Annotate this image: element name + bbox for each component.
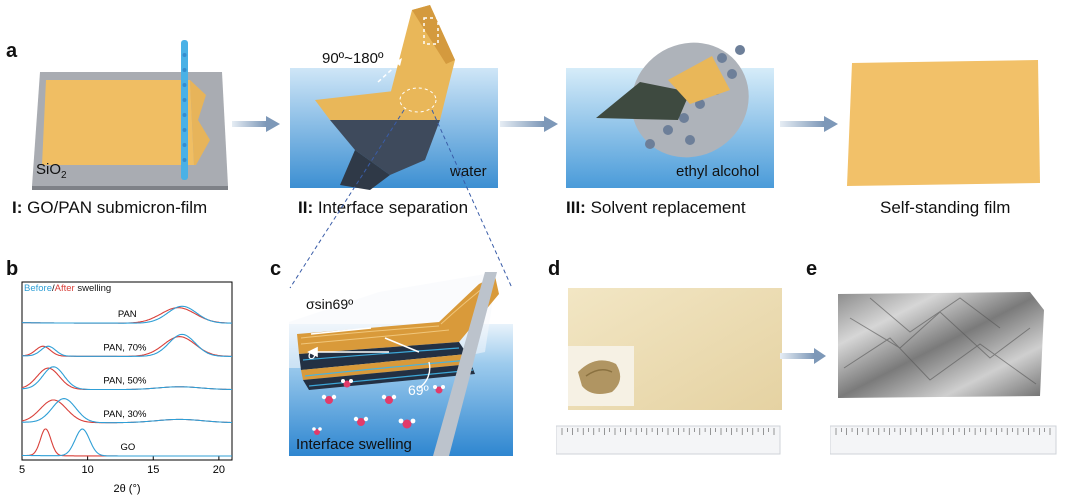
step1-image [32, 40, 228, 190]
xrd-trace-before [21, 305, 233, 324]
process-arrow-1 [232, 116, 280, 132]
xrd-trace-before [22, 398, 232, 424]
force-arrows [307, 327, 420, 358]
xtick-label: 5 [19, 464, 25, 476]
force-label: σsin69º [306, 296, 354, 312]
trace-label: PAN, 70% [103, 342, 147, 353]
crumpled-film-photo [830, 292, 1057, 455]
interface-swelling-label: Interface swelling [296, 436, 412, 453]
xtick-label: 15 [147, 464, 159, 476]
trace-label: PAN [118, 309, 137, 320]
substrate-slab [433, 272, 497, 456]
panel-label-c: c [270, 258, 282, 280]
step-caption-1: I: GO/PAN submicron-film [12, 198, 208, 217]
photo-arrow [780, 348, 826, 364]
water-molecules [312, 379, 445, 435]
xtick-label: 10 [82, 464, 94, 476]
panel-label-e: e [806, 258, 818, 280]
substrate-label: SiO2 [36, 161, 67, 181]
process-arrow-3 [780, 116, 838, 132]
film-photo [556, 288, 782, 455]
contact-angle-label: 69º [408, 382, 429, 398]
ethanol-label: ethyl alcohol [676, 163, 760, 180]
peel-angle-label: 90º~180º [322, 50, 384, 67]
panel-label-b: b [6, 258, 19, 280]
sigma-label: σ [308, 346, 317, 362]
xrd-legend: Before/After swelling [24, 283, 111, 294]
xrd-axes-box [21, 281, 233, 461]
xtick-label: 20 [213, 464, 225, 476]
step-caption-4: Self-standing film [880, 198, 1011, 217]
xrd-chart: Before/After swelling 2θ (°) 5 10 15 20 PAN… [19, 281, 233, 495]
water-label: water [450, 163, 487, 180]
xrd-xlabel: 2θ (°) [113, 483, 140, 495]
panel-label-d: d [548, 258, 561, 280]
trace-label: PAN, 30% [103, 409, 147, 420]
legend-after: After [55, 283, 75, 294]
step4-image [847, 60, 1040, 186]
xrd-trace-before [21, 366, 232, 391]
trace-label: PAN, 50% [103, 376, 147, 387]
legend-before: Before [24, 283, 52, 294]
step-caption-3: III: Solvent replacement [566, 198, 746, 217]
trace-label: GO [120, 442, 135, 453]
xrd-trace-before [21, 428, 232, 457]
step3-image [566, 42, 774, 188]
xrd-trace-before [22, 333, 232, 357]
panel-label-a: a [6, 40, 18, 62]
step-caption-2: II: Interface separation [298, 198, 469, 217]
process-arrow-2 [500, 116, 558, 132]
swelling-schematic [289, 272, 513, 456]
